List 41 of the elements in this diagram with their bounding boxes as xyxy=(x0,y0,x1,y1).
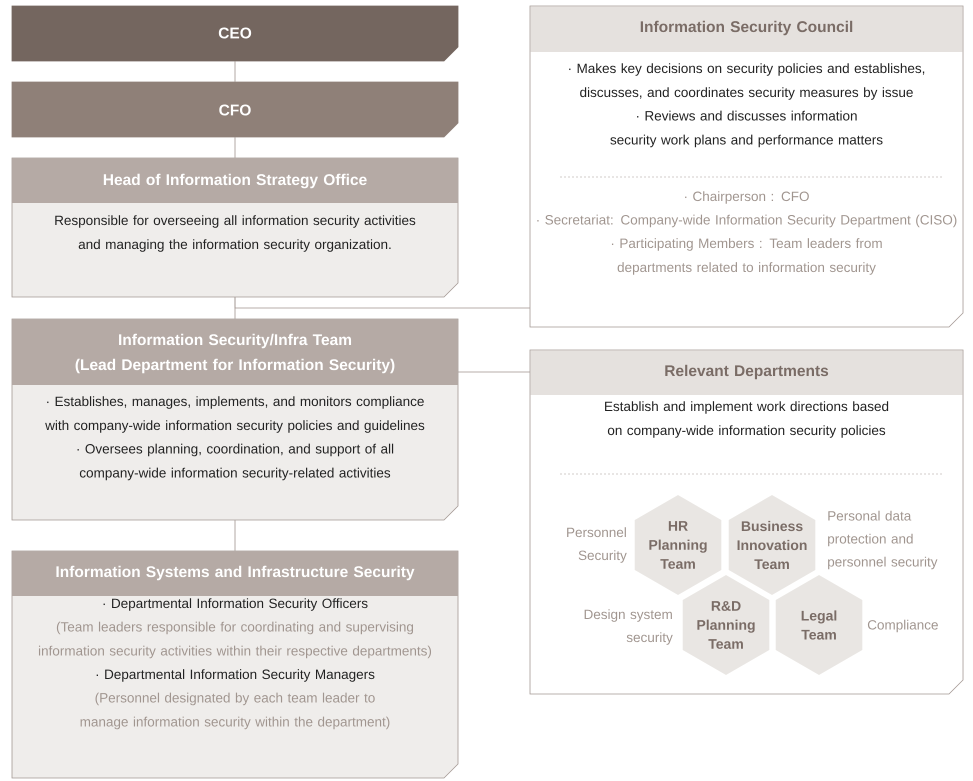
org-box xyxy=(12,318,458,520)
box-text: · Departmental Information Security Officers xyxy=(104,598,368,611)
team-hexagon: Legal Team xyxy=(776,575,862,675)
role-text: Design system security xyxy=(584,609,673,645)
box-text: (Team leaders responsible for coordinating and supervising information security activities within their respective departments) xyxy=(38,622,432,658)
box-heading: (Lead Department for Information Security) xyxy=(76,358,394,374)
box-heading: CFO xyxy=(219,104,251,116)
node-label: Business Innovation Team xyxy=(738,520,807,570)
box-text: · Oversees planning, coordination, and support of all company-wide information security-related activities xyxy=(78,444,394,480)
box-text: Establish and implement work directions based on company-wide information security policies xyxy=(605,401,888,438)
box-heading: CEO xyxy=(218,28,252,38)
role-text: Compliance xyxy=(868,620,938,632)
node-label: R&D Planning Team xyxy=(697,601,755,649)
box-text: Responsible for overseeing all information security activities and managing the information security organization. xyxy=(55,215,416,252)
org-box xyxy=(530,6,964,328)
box-text: · Departmental Information Security Managers xyxy=(96,669,374,682)
box-text: · Secretariat: Company-wide Information Security Department (CISO) xyxy=(537,214,956,228)
role-text: Personnel Security xyxy=(567,527,627,563)
box-heading: Head of Information Strategy Office xyxy=(104,174,367,188)
box-heading: Information Systems and Infrastructure Security xyxy=(56,566,414,580)
box-text: · Participating Members : Team leaders from departments related to information security xyxy=(612,238,882,275)
box-text: · Establishes, manages, implements, and monitors compliance with company-wide information security policies and guidelines xyxy=(45,396,424,433)
role-text: Personal data protection and personnel security xyxy=(828,510,938,570)
team-hexagon: Business Innovation Team xyxy=(728,495,816,595)
connector-line xyxy=(234,520,236,552)
box-text: (Personnel designated by each team leader to manage information security within the department) xyxy=(80,692,390,730)
team-hexagon: HR Planning Team xyxy=(634,495,722,595)
box-text: · Chairperson : CFO xyxy=(685,191,809,204)
org-box xyxy=(12,158,458,298)
box-text: · Reviews and discusses information security work plans and performance matters xyxy=(610,110,883,148)
box-heading: Information Security Council xyxy=(640,20,852,36)
box-heading: Relevant Departments xyxy=(665,364,828,380)
org-box xyxy=(12,550,458,778)
connector-line xyxy=(234,60,236,82)
team-hexagon: R&D Planning Team xyxy=(682,575,770,675)
connector-line xyxy=(234,136,236,158)
org-box xyxy=(12,82,458,138)
box-text: · Makes key decisions on security policies and establishes, discusses, and coordinates security measures by issue xyxy=(569,63,924,100)
org-box xyxy=(12,6,458,62)
connector-line xyxy=(234,296,530,308)
box-heading: Information Security/Infra Team xyxy=(119,334,352,348)
